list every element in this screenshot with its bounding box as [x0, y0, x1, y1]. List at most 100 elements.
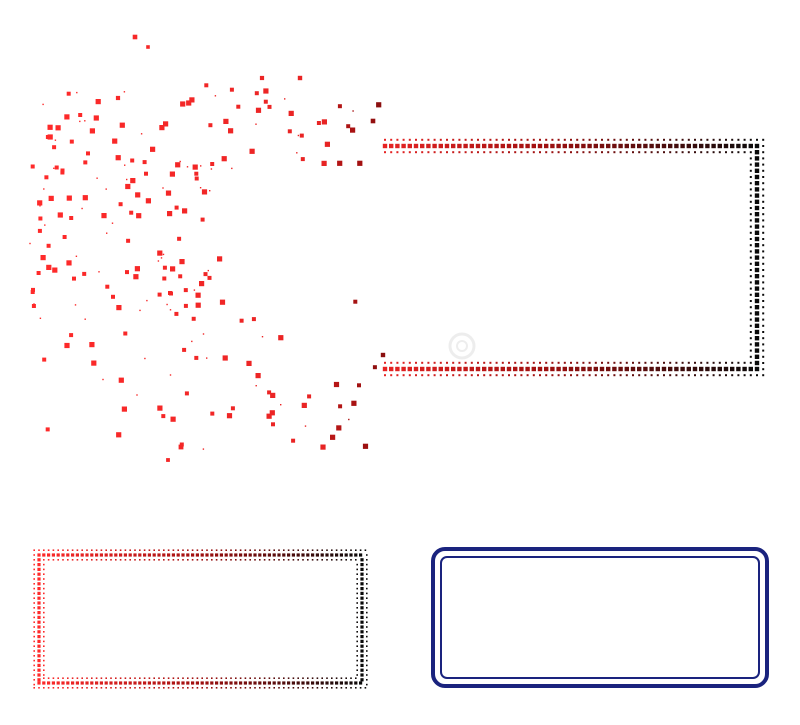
halftone-dot: [37, 649, 41, 653]
particle: [69, 139, 74, 144]
halftone-dot: [253, 553, 257, 557]
halftone-dot: [81, 559, 83, 561]
particle: [208, 123, 213, 128]
frame-dot: [458, 138, 461, 141]
frame-dot: [655, 366, 660, 372]
frame-dot: [650, 151, 653, 154]
frame-dot: [581, 143, 586, 149]
halftone-dot: [37, 630, 41, 634]
halftone-dot: [37, 681, 41, 685]
halftone-dot: [129, 559, 131, 561]
halftone-dot: [220, 687, 223, 689]
halftone-dot: [263, 553, 267, 557]
halftone-dot: [235, 549, 237, 551]
halftone-dot: [134, 559, 136, 561]
halftone-dot: [360, 596, 364, 600]
halftone-dot: [215, 677, 218, 679]
halftone-dot: [110, 687, 112, 689]
frame-dot: [754, 174, 760, 180]
particle: [102, 378, 104, 381]
frame-dot: [638, 361, 641, 364]
halftone-dot: [366, 650, 368, 652]
halftone-dot: [355, 549, 357, 551]
halftone-dot: [33, 664, 35, 667]
halftone-dot: [366, 635, 368, 638]
particle: [81, 207, 83, 210]
halftone-dot: [66, 681, 70, 685]
frame-dot: [762, 262, 765, 265]
halftone-dot: [33, 650, 35, 652]
frame-dot: [508, 374, 510, 377]
halftone-dot: [139, 687, 141, 689]
halftone-dot: [359, 681, 363, 685]
halftone-dot: [272, 553, 276, 557]
halftone-dot: [37, 582, 41, 586]
halftone-dot: [239, 549, 242, 551]
frame-dot: [754, 205, 760, 211]
halftone-dot: [177, 559, 179, 561]
frame-dot: [762, 145, 765, 147]
halftone-dot: [104, 681, 108, 685]
frame-dot: [754, 199, 760, 204]
frame-dot: [426, 143, 431, 149]
particle: [201, 189, 208, 195]
halftone-dot: [43, 573, 45, 575]
frame-dot: [754, 274, 760, 279]
particle: [38, 216, 43, 221]
halftone-dot: [148, 677, 151, 679]
particle: [182, 347, 187, 352]
particle: [129, 210, 134, 215]
particle: [46, 264, 52, 270]
particle: [119, 122, 125, 128]
frame-dot: [669, 374, 672, 377]
halftone-dot: [287, 677, 290, 679]
particle: [125, 183, 131, 190]
halftone-dot: [33, 635, 35, 638]
frame-dot: [749, 306, 752, 309]
halftone-dot: [244, 687, 247, 689]
halftone-dot: [43, 655, 45, 657]
halftone-dot: [143, 681, 147, 685]
particle: [357, 383, 361, 388]
frame-dot: [694, 361, 696, 364]
particle: [167, 211, 173, 217]
frame-dot: [545, 374, 548, 377]
frame-dot: [384, 374, 386, 377]
halftone-dot: [366, 655, 368, 657]
halftone-dot: [200, 553, 204, 557]
particle: [350, 127, 356, 133]
frame-dot: [494, 366, 499, 372]
particle: [336, 425, 342, 431]
frame-dot: [421, 151, 424, 154]
particle: [352, 110, 354, 112]
frame-dot: [519, 143, 524, 149]
halftone-dot: [356, 664, 358, 667]
halftone-dot: [366, 631, 368, 633]
frame-dot: [737, 151, 740, 154]
frame-dot: [588, 151, 591, 154]
frame-dot: [457, 143, 462, 149]
frame-dot: [607, 374, 610, 377]
frame-dot: [444, 366, 450, 372]
halftone-dot: [239, 681, 243, 685]
particle: [210, 162, 215, 166]
particle: [144, 357, 146, 360]
halftone-dot: [356, 568, 358, 571]
frame-dot: [749, 361, 752, 364]
halftone-dot: [114, 553, 118, 557]
halftone-dot: [139, 677, 141, 679]
frame-dot: [712, 138, 715, 141]
halftone-dot: [57, 559, 59, 561]
frame-dot: [754, 305, 760, 310]
frame-dot: [607, 151, 610, 154]
particle: [223, 118, 229, 124]
frame-dot: [420, 366, 425, 372]
halftone-dot: [33, 669, 35, 671]
halftone-dot: [235, 677, 237, 679]
halftone-dot: [187, 549, 189, 551]
frame-dot: [395, 366, 400, 372]
frame-dot: [762, 188, 765, 191]
halftone-dot: [356, 640, 358, 643]
halftone-dot: [67, 687, 69, 689]
frame-dot: [762, 182, 765, 185]
